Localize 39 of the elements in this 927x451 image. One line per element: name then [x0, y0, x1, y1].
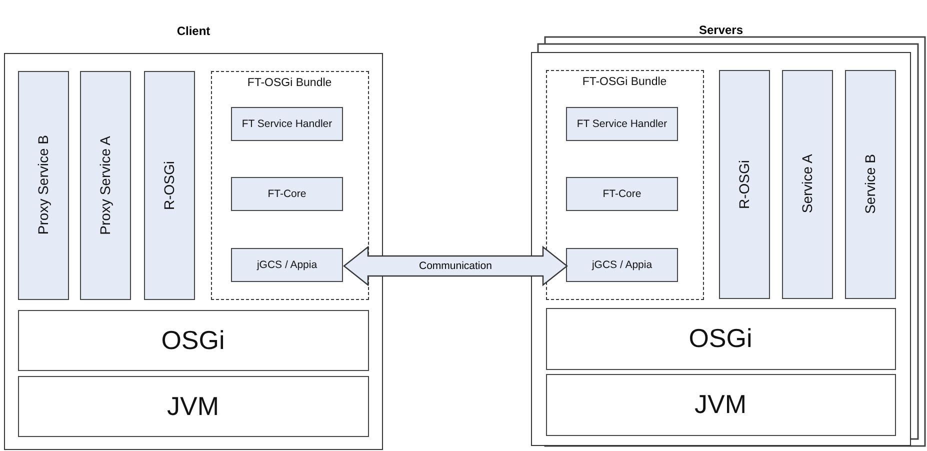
module-box [231, 107, 343, 141]
component-label: FT-Core [268, 188, 306, 200]
component-label: jGCS / Appia [256, 259, 318, 271]
platform-layer [546, 374, 896, 436]
component-label: R-OSGi [161, 160, 177, 210]
component-label: OSGi [688, 323, 752, 354]
group-heading: FT-OSGi Bundle [247, 76, 332, 88]
platform-layer [18, 376, 368, 436]
module-box [566, 107, 678, 141]
component-column [80, 70, 130, 300]
module-box [231, 177, 343, 211]
component-label: Proxy Service A [97, 136, 113, 234]
component-label: jGCS / Appia [592, 259, 652, 271]
component-label: Proxy Service B [35, 135, 51, 235]
component-label: JVM [167, 390, 219, 422]
panel-heading: Servers [698, 23, 744, 37]
component-label: OSGi [161, 324, 225, 356]
edge-label: Communication [417, 260, 494, 272]
component-column [844, 70, 896, 298]
bundle-group [546, 70, 704, 300]
component-column [18, 70, 68, 300]
component-label: JVM [694, 389, 746, 420]
component-column [718, 70, 770, 298]
component-label: FT Service Handler [576, 118, 668, 130]
component-label: FT Service Handler [242, 118, 332, 130]
component-label: Service A [799, 154, 815, 214]
component-column [144, 70, 194, 300]
module-box [566, 177, 678, 211]
panel-heading: Client [176, 24, 212, 38]
component-label: R-OSGi [736, 160, 752, 208]
component-label: FT-Core [602, 188, 642, 200]
module-box [231, 248, 343, 282]
component-column [782, 70, 832, 298]
component-label: Service B [862, 154, 878, 214]
bundle-group [210, 70, 368, 300]
platform-layer [18, 310, 368, 370]
module-box [566, 248, 678, 282]
platform-layer [546, 308, 896, 370]
group-heading: FT-OSGi Bundle [582, 76, 667, 88]
